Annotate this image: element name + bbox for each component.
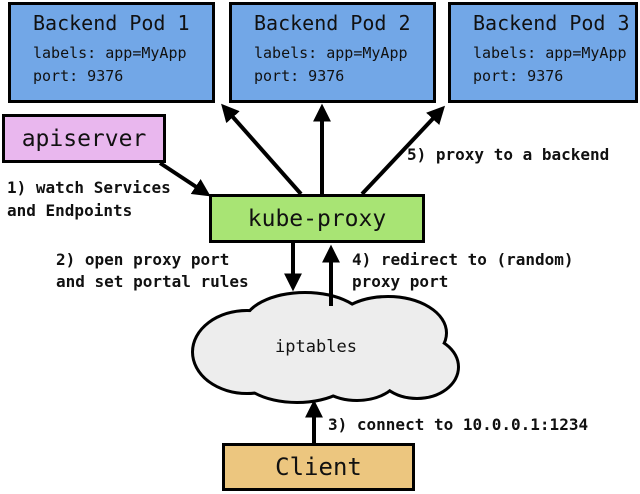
step3-line1: 3) connect to 10.0.0.1:1234 <box>328 415 589 434</box>
pod-port-text: port: 9376 <box>254 67 345 85</box>
step5-line1: 5) proxy to a backend <box>407 145 610 164</box>
pod-labels-text: labels: app=MyApp <box>33 44 187 62</box>
apiserver-label: apiserver <box>21 125 147 152</box>
step2-annotation: 2) open proxy port and set portal rules <box>56 249 249 293</box>
apiserver-node: apiserver <box>2 114 166 163</box>
step2-line2: and set portal rules <box>56 272 249 291</box>
arrow-kube-proxy-to-pod1 <box>221 103 303 196</box>
kube-proxy-node: kube-proxy <box>209 194 425 243</box>
pod-port-text: port: 9376 <box>33 67 124 85</box>
pod-title: Backend Pod 3 <box>473 11 630 35</box>
step3-annotation: 3) connect to 10.0.0.1:1234 <box>328 414 588 436</box>
step4-annotation: 4) redirect to (random) proxy port <box>352 249 574 293</box>
kube-proxy-label: kube-proxy <box>247 205 387 232</box>
pod-labels: labels: app=MyApp port: 9376 <box>254 42 425 88</box>
client-node: Client <box>222 443 415 491</box>
step2-line1: 2) open proxy port <box>56 250 230 269</box>
pod-labels: labels: app=MyApp port: 9376 <box>473 42 627 88</box>
step1-line1: 1) watch Services <box>7 178 171 197</box>
pod-labels-text: labels: app=MyApp <box>254 44 408 62</box>
backend-pod-3-node: Backend Pod 3 labels: app=MyApp port: 93… <box>448 2 638 103</box>
step4-line1: 4) redirect to (random) <box>352 250 574 269</box>
backend-pod-1-node: Backend Pod 1 labels: app=MyApp port: 93… <box>8 2 215 103</box>
step1-annotation: 1) watch Services and Endpoints <box>7 176 171 222</box>
iptables-label: iptables <box>275 337 357 357</box>
pod-labels: labels: app=MyApp port: 9376 <box>33 42 204 88</box>
client-label: Client <box>275 453 362 481</box>
pod-title: Backend Pod 2 <box>254 11 411 35</box>
pod-labels-text: labels: app=MyApp <box>473 44 627 62</box>
step4-line2: proxy port <box>352 272 449 291</box>
backend-pod-2-node: Backend Pod 2 labels: app=MyApp port: 93… <box>229 2 436 103</box>
step5-annotation: 5) proxy to a backend <box>407 144 609 166</box>
pod-port-text: port: 9376 <box>473 67 564 85</box>
pod-title: Backend Pod 1 <box>33 11 190 35</box>
step1-line2: and Endpoints <box>7 201 133 220</box>
